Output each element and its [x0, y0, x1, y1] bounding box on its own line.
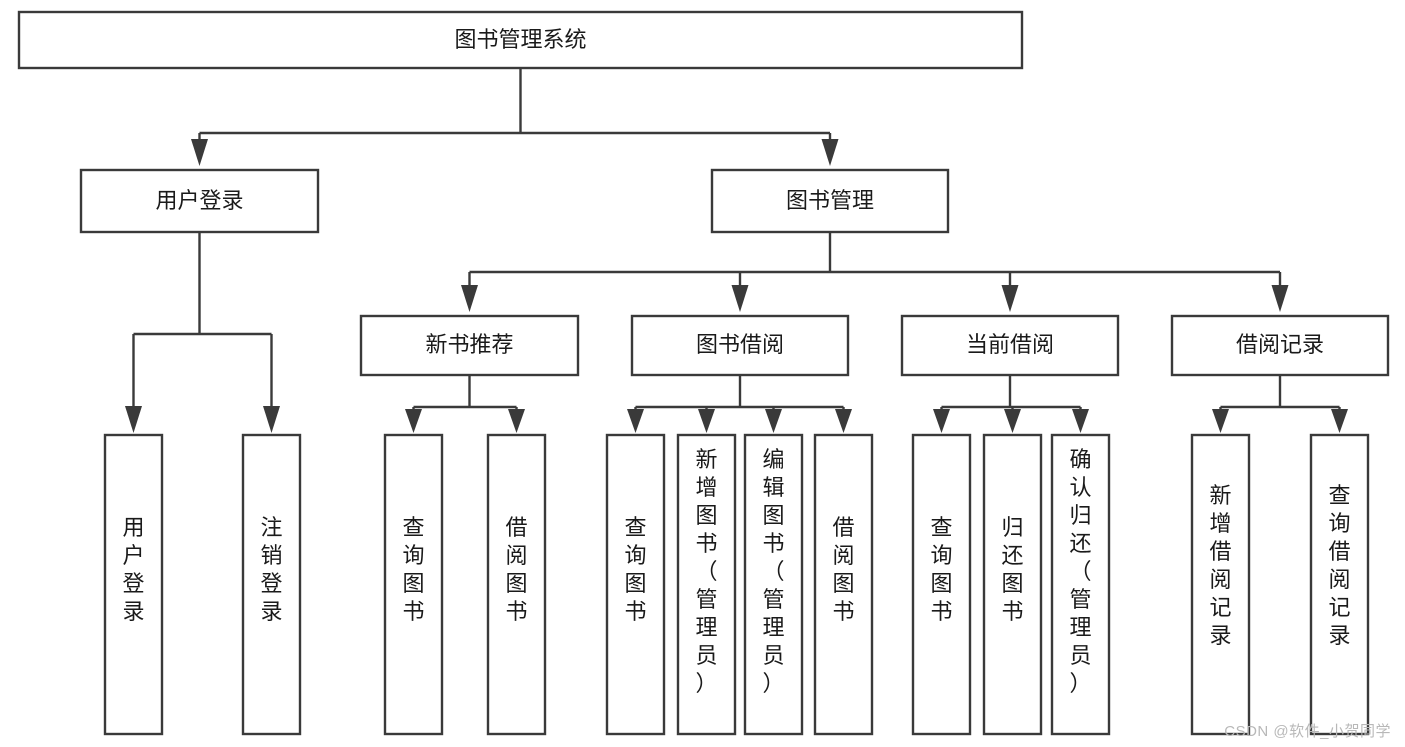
leaf-user-login[interactable]: 用户登录	[103, 433, 164, 736]
leaf-bw-add-book[interactable]: 新增图书（管理员）	[676, 433, 737, 736]
leaf-label-nb-query-book: 查询图书	[402, 515, 424, 624]
node-label-new-book-recommend: 新书推荐	[425, 332, 513, 357]
leaf-label-bw-add-book: 新增图书（管理员）	[695, 447, 717, 696]
leaf-label-nb-borrow-book: 借阅图书	[505, 515, 527, 624]
leaf-box-cr-query-book[interactable]	[911, 433, 972, 736]
arrow-to-cr-query	[933, 409, 950, 433]
leaf-bw-edit-book[interactable]: 编辑图书（管理员）	[743, 433, 804, 736]
node-box-new-book-recommend[interactable]	[359, 314, 580, 377]
node-label-root-system: 图书管理系统	[454, 27, 586, 52]
node-label-book-management: 图书管理	[786, 188, 874, 213]
node-box-borrow-records[interactable]	[1170, 314, 1390, 377]
arrow-to-current	[1001, 285, 1019, 312]
leaf-label-bw-borrow-book: 借阅图书	[832, 515, 854, 624]
leaf-label-cr-return-book: 归还图书	[1001, 515, 1023, 624]
node-book-management[interactable]: 图书管理	[710, 168, 950, 234]
leaf-box-cr-confirm-return[interactable]	[1050, 433, 1111, 736]
leaf-label-bw-edit-book: 编辑图书（管理员）	[762, 447, 784, 696]
node-borrow-records[interactable]: 借阅记录	[1170, 314, 1390, 377]
leaf-label-logout: 注销登录	[260, 515, 282, 624]
leaf-box-nb-query-book[interactable]	[383, 433, 444, 736]
arrow-to-leaf-logout	[263, 406, 280, 433]
arrow-to-rc-query	[1331, 409, 1348, 433]
node-root-system[interactable]: 图书管理系统	[17, 10, 1024, 70]
leaf-box-bw-query-book[interactable]	[605, 433, 666, 736]
arrow-to-cr-return	[1004, 409, 1021, 433]
leaf-label-cr-confirm-return: 确认归还（管理员）	[1069, 447, 1091, 696]
leaf-nb-query-book[interactable]: 查询图书	[383, 433, 444, 736]
arrow-to-bw-edit	[765, 409, 782, 433]
leaf-cr-confirm-return[interactable]: 确认归还（管理员）	[1050, 433, 1111, 736]
arrow-to-cr-confirm	[1072, 409, 1089, 433]
edges-root-to-level2	[191, 68, 839, 166]
arrow-to-bw-add	[698, 409, 715, 433]
arrow-to-records	[1271, 285, 1289, 312]
arrow-to-rc-add	[1212, 409, 1229, 433]
node-current-borrow[interactable]: 当前借阅	[900, 314, 1120, 377]
edges-borrow-to-leaves	[627, 375, 852, 433]
leaf-label-rc-add-record: 新增借阅记录	[1209, 483, 1231, 648]
edges-records-to-leaves	[1212, 375, 1348, 433]
node-box-user-login[interactable]	[79, 168, 320, 234]
leaf-box-nb-borrow-book[interactable]	[486, 433, 547, 736]
leaf-nb-borrow-book[interactable]: 借阅图书	[486, 433, 547, 736]
node-user-login[interactable]: 用户登录	[79, 168, 320, 234]
edges-bookmgmt-to-level3	[461, 232, 1289, 312]
arrow-to-book-mgmt	[821, 139, 839, 166]
arrow-to-nb-query	[405, 409, 422, 433]
edges-current-to-leaves	[933, 375, 1089, 433]
leaf-label-bw-query-book: 查询图书	[624, 515, 646, 624]
node-label-current-borrow: 当前借阅	[966, 332, 1054, 357]
leaf-box-user-login[interactable]	[103, 433, 164, 736]
arrow-to-nb-borrow	[508, 409, 525, 433]
node-label-book-borrow: 图书借阅	[696, 332, 784, 357]
leaf-bw-borrow-book[interactable]: 借阅图书	[813, 433, 874, 736]
node-box-root-system[interactable]	[17, 10, 1024, 70]
node-box-current-borrow[interactable]	[900, 314, 1120, 377]
leaf-box-cr-return-book[interactable]	[982, 433, 1043, 736]
leaf-rc-add-record[interactable]: 新增借阅记录	[1190, 433, 1251, 736]
leaf-label-cr-query-book: 查询图书	[930, 515, 952, 624]
edges-newbook-to-leaves	[405, 375, 525, 433]
leaf-logout[interactable]: 注销登录	[241, 433, 302, 736]
edges-userlogin-to-leaves	[125, 232, 280, 433]
node-box-book-management[interactable]	[710, 168, 950, 234]
leaf-cr-query-book[interactable]: 查询图书	[911, 433, 972, 736]
leaf-cr-return-book[interactable]: 归还图书	[982, 433, 1043, 736]
arrow-to-user-login	[191, 139, 208, 166]
node-label-borrow-records: 借阅记录	[1236, 332, 1324, 357]
arrow-to-newbook	[461, 285, 478, 312]
arrow-to-leaf-userlogin	[125, 406, 142, 433]
leaf-box-bw-add-book[interactable]	[676, 433, 737, 736]
leaf-label-rc-query-record: 查询借阅记录	[1328, 483, 1350, 648]
leaf-box-bw-edit-book[interactable]	[743, 433, 804, 736]
arrow-to-borrow	[731, 285, 749, 312]
arrow-to-bw-query	[627, 409, 644, 433]
node-box-book-borrow[interactable]	[630, 314, 850, 377]
leaf-box-logout[interactable]	[241, 433, 302, 736]
leaf-box-rc-add-record[interactable]	[1190, 433, 1251, 736]
arrow-to-bw-borrow	[835, 409, 852, 433]
leaf-rc-query-record[interactable]: 查询借阅记录	[1309, 433, 1370, 736]
leaf-box-rc-query-record[interactable]	[1309, 433, 1370, 736]
node-new-book-recommend[interactable]: 新书推荐	[359, 314, 580, 377]
node-label-user-login: 用户登录	[155, 188, 243, 213]
leaf-bw-query-book[interactable]: 查询图书	[605, 433, 666, 736]
leaf-label-user-login: 用户登录	[122, 515, 144, 624]
leaf-box-bw-borrow-book[interactable]	[813, 433, 874, 736]
node-book-borrow[interactable]: 图书借阅	[630, 314, 850, 377]
